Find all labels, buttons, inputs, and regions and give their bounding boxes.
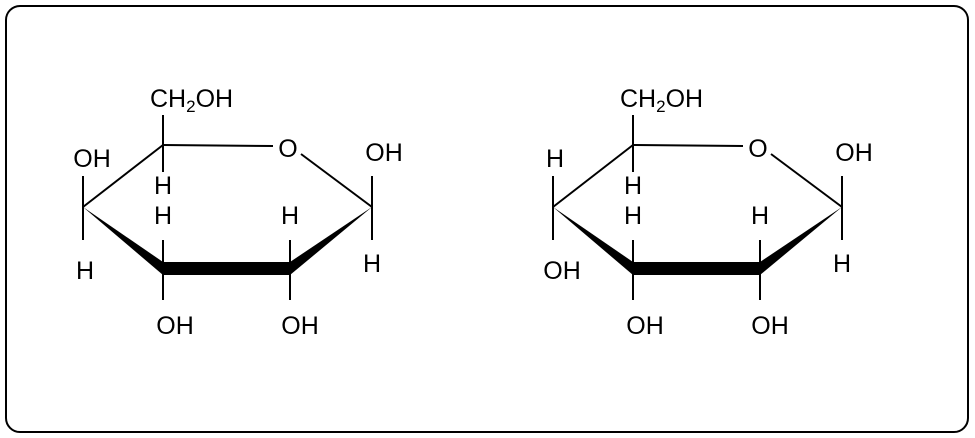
c4-up-label: H xyxy=(546,145,564,173)
c4-up-label: OH xyxy=(73,145,111,173)
c3-down-label: OH xyxy=(626,312,664,340)
bond-c5-o xyxy=(632,144,744,147)
ring-oxygen-label: O xyxy=(278,135,297,163)
bond-c5-o xyxy=(162,144,274,147)
frame-border xyxy=(5,5,969,433)
wedge-bond-c3-c4 xyxy=(83,207,163,275)
wedge-bond-c1-c2 xyxy=(760,207,842,275)
c1-up-label: OH xyxy=(365,139,403,167)
c1-down-label: H xyxy=(833,250,851,278)
c2-up-label: H xyxy=(281,202,299,230)
c2-down-label: OH xyxy=(281,312,319,340)
bold-bond-c2-c3 xyxy=(633,262,760,275)
ch2oh-label: CH2OH xyxy=(620,85,703,116)
c3-up-label: H xyxy=(624,202,642,230)
bond-o-c1 xyxy=(770,153,843,208)
c1-down-label: H xyxy=(363,250,381,278)
bold-bond-c2-c3 xyxy=(163,262,290,275)
bond-o-c1 xyxy=(300,153,373,208)
bond-c4-c5 xyxy=(82,144,164,208)
c3-down-label: OH xyxy=(156,312,194,340)
ring-oxygen-label: O xyxy=(748,135,767,163)
wedge-bond-c1-c2 xyxy=(290,207,372,275)
c5-down-label: H xyxy=(154,172,172,200)
c3-up-label: H xyxy=(154,202,172,230)
ch2oh-label: CH2OH xyxy=(150,85,233,116)
c2-down-label: OH xyxy=(751,312,789,340)
c4-down-label: H xyxy=(76,257,94,285)
bond-c4-c5 xyxy=(552,144,634,208)
c2-up-label: H xyxy=(751,202,769,230)
c5-down-label: H xyxy=(624,172,642,200)
wedge-bond-c3-c4 xyxy=(553,207,633,275)
c4-down-label: OH xyxy=(543,257,581,285)
c1-up-label: OH xyxy=(835,139,873,167)
